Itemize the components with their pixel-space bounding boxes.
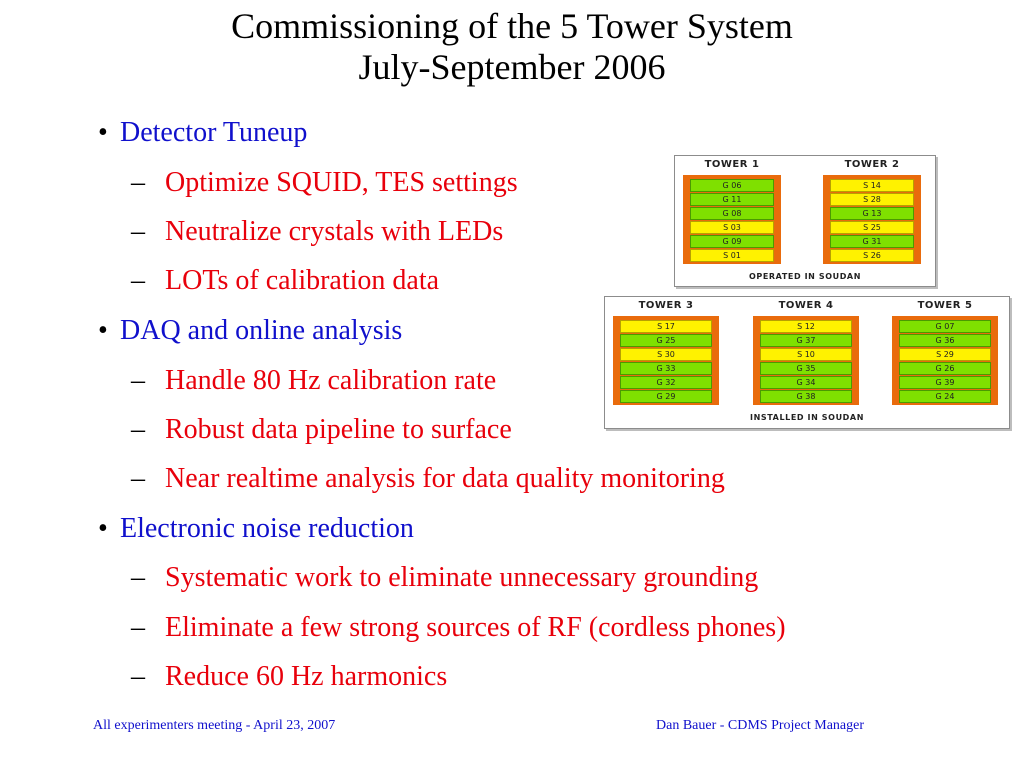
bullet-item: • Detector Tuneup	[98, 117, 308, 149]
sub-bullet-item: –Near realtime analysis for data quality…	[131, 463, 725, 495]
bullet-text: LOTs of calibration data	[165, 265, 440, 296]
detector-slot: G 07	[899, 320, 991, 333]
bullet-text: Reduce 60 Hz harmonics	[165, 661, 448, 692]
detector-slot: G 08	[690, 207, 774, 220]
bullet-text: Robust data pipeline to surface	[165, 414, 512, 445]
tower-label: TOWER 4	[778, 300, 834, 311]
sub-bullet-item: –Neutralize crystals with LEDs	[131, 216, 504, 248]
title-line-1: Commissioning of the 5 Tower System	[231, 6, 793, 46]
sub-bullet-item: –Systematic work to eliminate unnecessar…	[131, 562, 759, 594]
detector-slot: S 17	[620, 320, 712, 333]
detector-slot: S 10	[760, 348, 852, 361]
bullet-text: DAQ and online analysis	[120, 315, 403, 346]
detector-slot: S 28	[830, 193, 914, 206]
dash-icon: –	[131, 265, 145, 296]
detector-slot: G 29	[620, 390, 712, 403]
tower-label: TOWER 1	[704, 159, 760, 170]
detector-slot: S 12	[760, 320, 852, 333]
bullet-text: Systematic work to eliminate unnecessary…	[165, 562, 759, 593]
detector-slot: S 01	[690, 249, 774, 262]
detector-slot: S 29	[899, 348, 991, 361]
bullet-text: Electronic noise reduction	[120, 513, 414, 544]
panel-caption: OPERATED IN SOUDAN	[748, 272, 862, 281]
title-line-2: July-September 2006	[358, 47, 666, 87]
bullet-text: Handle 80 Hz calibration rate	[165, 365, 497, 396]
detector-slot: G 13	[830, 207, 914, 220]
dash-icon: –	[131, 414, 145, 445]
dash-icon: –	[131, 562, 145, 593]
detector-slot: S 14	[830, 179, 914, 192]
detector-slot: S 30	[620, 348, 712, 361]
dash-icon: –	[131, 167, 145, 198]
detector-slot: S 25	[830, 221, 914, 234]
footer-left: All experimenters meeting - April 23, 20…	[93, 718, 336, 733]
sub-bullet-item: –Robust data pipeline to surface	[131, 414, 512, 446]
detector-slot: G 36	[899, 334, 991, 347]
dash-icon: –	[131, 612, 145, 643]
detector-slot: G 25	[620, 334, 712, 347]
tower-label: TOWER 3	[638, 300, 694, 311]
sub-bullet-item: –Handle 80 Hz calibration rate	[131, 365, 497, 397]
bullet-text: Detector Tuneup	[120, 117, 308, 148]
bullet-dot-icon: •	[98, 315, 108, 346]
sub-bullet-item: –Eliminate a few strong sources of RF (c…	[131, 612, 786, 644]
dash-icon: –	[131, 365, 145, 396]
detector-slot: G 09	[690, 235, 774, 248]
dash-icon: –	[131, 661, 145, 692]
bullet-text: Optimize SQUID, TES settings	[165, 167, 518, 198]
dash-icon: –	[131, 463, 145, 494]
slide-title: Commissioning of the 5 Tower System July…	[0, 6, 1024, 88]
bullet-item: • DAQ and online analysis	[98, 315, 403, 347]
detector-slot: G 35	[760, 362, 852, 375]
footer-right: Dan Bauer - CDMS Project Manager	[656, 718, 865, 733]
bullet-item: • Electronic noise reduction	[98, 513, 414, 545]
detector-slot: G 24	[899, 390, 991, 403]
bullet-text: Neutralize crystals with LEDs	[165, 216, 504, 247]
bullet-text: Near realtime analysis for data quality …	[165, 463, 725, 494]
panel-caption: INSTALLED IN SOUDAN	[750, 413, 864, 422]
detector-slot: G 06	[690, 179, 774, 192]
detector-slot: S 03	[690, 221, 774, 234]
detector-slot: G 39	[899, 376, 991, 389]
sub-bullet-item: –Optimize SQUID, TES settings	[131, 167, 518, 199]
detector-slot: G 26	[899, 362, 991, 375]
detector-slot: G 31	[830, 235, 914, 248]
bullet-dot-icon: •	[98, 117, 108, 148]
bullet-text: Eliminate a few strong sources of RF (co…	[165, 612, 786, 643]
dash-icon: –	[131, 216, 145, 247]
detector-slot: G 32	[620, 376, 712, 389]
tower-label: TOWER 5	[917, 300, 973, 311]
tower-label: TOWER 2	[844, 159, 900, 170]
detector-slot: G 38	[760, 390, 852, 403]
detector-slot: G 33	[620, 362, 712, 375]
sub-bullet-item: –LOTs of calibration data	[131, 265, 440, 297]
detector-slot: S 26	[830, 249, 914, 262]
sub-bullet-item: –Reduce 60 Hz harmonics	[131, 661, 448, 693]
detector-slot: G 11	[690, 193, 774, 206]
bullet-dot-icon: •	[98, 513, 108, 544]
detector-slot: G 34	[760, 376, 852, 389]
detector-slot: G 37	[760, 334, 852, 347]
